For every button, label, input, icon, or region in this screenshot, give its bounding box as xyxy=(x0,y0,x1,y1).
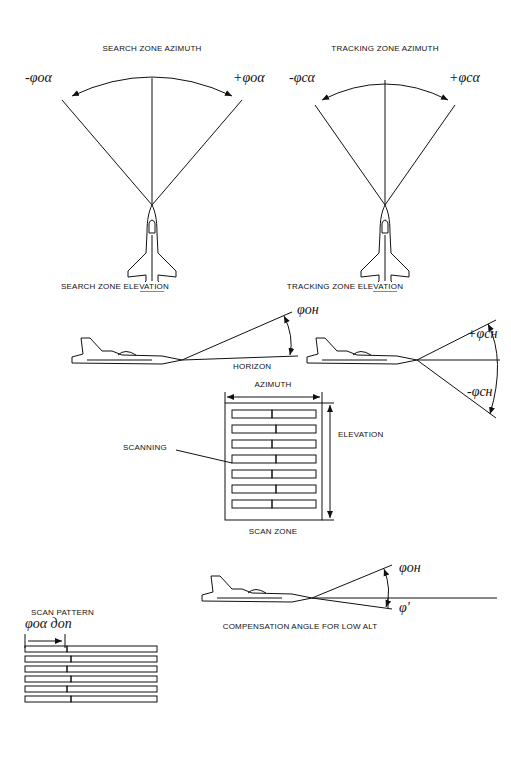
angle-symbol: -φoα xyxy=(24,70,53,86)
caption-label: SCAN ZONE xyxy=(248,527,298,536)
angle-symbol: φoн xyxy=(398,560,422,576)
caption-label: AZIMUTH xyxy=(254,380,293,389)
angle-symbol: φ' xyxy=(398,600,411,616)
caption-label: COMPENSATION ANGLE FOR LOW ALT xyxy=(222,622,379,631)
angle-symbol: φoн xyxy=(296,302,320,318)
caption-label: SCANNING xyxy=(122,443,168,452)
caption-label: TRACKING ZONE ELEVATION xyxy=(286,282,404,291)
caption-label: SCAN PATTERN xyxy=(30,608,95,617)
caption-label: SEARCH ZONE ELEVATION xyxy=(60,282,170,291)
angle-symbol: -φcα xyxy=(288,70,316,86)
angle-symbol: +φcн xyxy=(466,326,498,342)
angle-symbol: +φcα xyxy=(448,70,481,86)
angle-symbol: -φcн xyxy=(466,384,494,400)
angle-symbol: φoα доп xyxy=(24,616,73,632)
caption-label: ELEVATION xyxy=(337,430,385,439)
caption-label: TRACKING ZONE AZIMUTH xyxy=(330,44,439,53)
angle-symbol: +φoα xyxy=(232,70,266,86)
caption-label: SEARCH ZONE AZIMUTH xyxy=(102,44,203,53)
caption-label: HORIZON xyxy=(232,362,272,371)
